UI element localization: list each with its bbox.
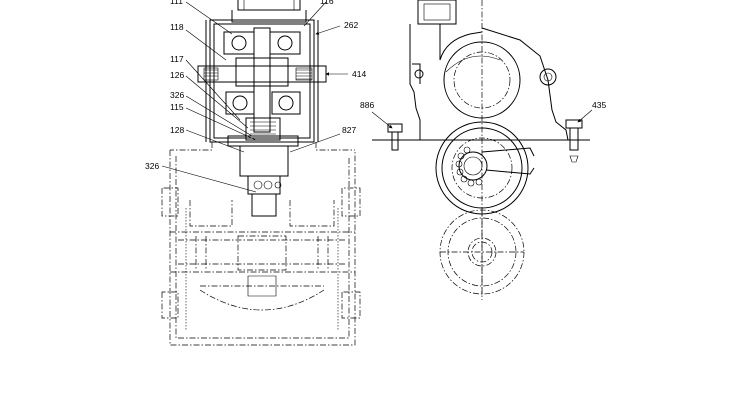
callout-262: 262 bbox=[344, 20, 358, 30]
right-leader-lines bbox=[371, 109, 593, 129]
callout-326-upper: 326 bbox=[170, 90, 184, 100]
callout-116: 116 bbox=[320, 0, 334, 6]
callout-115: 115 bbox=[170, 102, 184, 112]
callout-111: 111 bbox=[170, 0, 183, 6]
callout-435: 435 bbox=[592, 100, 606, 110]
callout-827: 827 bbox=[342, 125, 356, 135]
callout-117: 117 bbox=[170, 54, 184, 64]
left-leader-lines bbox=[161, 1, 348, 193]
callout-414: 414 bbox=[352, 69, 366, 79]
right-callouts: 886 435 bbox=[360, 100, 606, 110]
bearing-balls bbox=[455, 146, 483, 187]
callout-886: 886 bbox=[360, 100, 374, 110]
callout-326-lower: 326 bbox=[145, 161, 159, 171]
left-callouts: 111 118 117 126 326 115 128 326 116 262 … bbox=[145, 0, 366, 171]
callout-118: 118 bbox=[170, 22, 184, 32]
callout-128: 128 bbox=[170, 125, 184, 135]
callout-126: 126 bbox=[170, 70, 184, 80]
left-section-view bbox=[161, 0, 361, 346]
right-side-view bbox=[372, 0, 590, 300]
